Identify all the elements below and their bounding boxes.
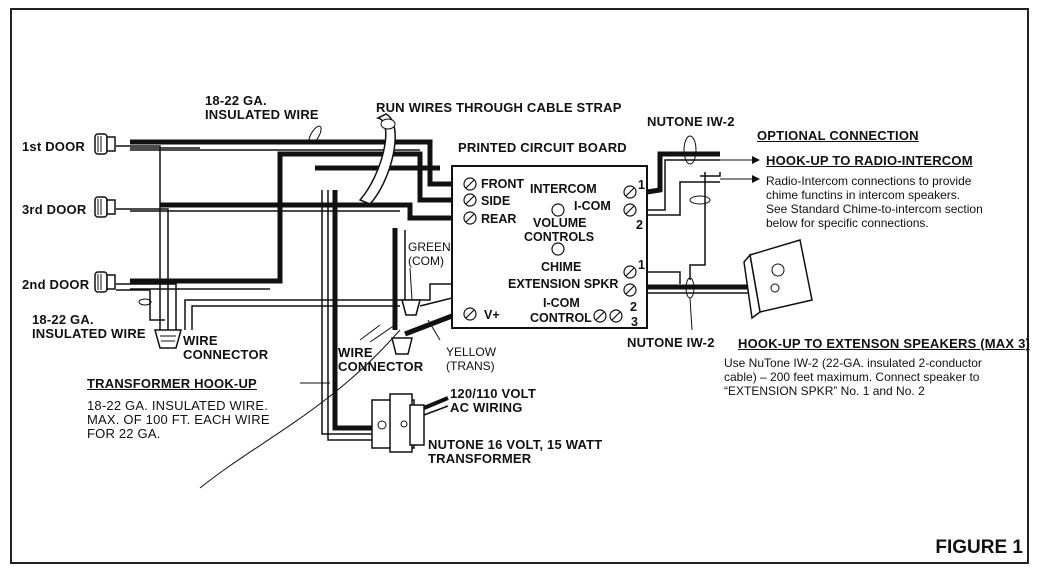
pcb-terminals	[463, 177, 637, 323]
extension-body-1: Use NuTone IW-2 (22-GA. insulated 2-cond…	[724, 356, 982, 370]
extension-body-2: cable) – 200 feet maximum. Connect speak…	[724, 370, 980, 384]
transformer-body-1: 18-22 GA. INSULATED WIRE.	[87, 398, 269, 413]
door-button-1st	[94, 133, 116, 155]
pcb-terminal-1b: 1	[638, 258, 645, 272]
transformer-device	[371, 393, 449, 453]
ac-wiring-2: AC WIRING	[450, 400, 523, 415]
door-button-2nd	[94, 271, 116, 293]
pcb-rear: REAR	[481, 212, 517, 226]
nutone-iw2-bottom: NUTONE IW-2	[627, 335, 715, 350]
left-wire-type: INSULATED WIRE	[32, 326, 146, 341]
pcb-outline	[451, 165, 648, 329]
pcb-icom-control-2: CONTROL	[530, 311, 592, 325]
optional-heading: OPTIONAL CONNECTION	[757, 128, 919, 143]
extension-body-3: “EXTENSION SPKR” No. 1 and No. 2	[724, 384, 925, 398]
transformer-heading: TRANSFORMER HOOK-UP	[87, 376, 257, 391]
extension-speaker	[743, 239, 813, 320]
common-wires	[116, 145, 452, 330]
transformer-wires	[321, 190, 406, 441]
door-wires	[130, 139, 452, 284]
ac-wiring-1: 120/110 VOLT	[450, 386, 536, 401]
label-1st-door: 1st DOOR	[22, 139, 86, 154]
pcb-icom: I-COM	[574, 199, 611, 213]
optional-body-3: See Standard Chime-to-intercom section	[766, 202, 983, 216]
pcb-terminal-2a: 2	[636, 218, 643, 232]
optional-subheading: HOOK-UP TO RADIO-INTERCOM	[766, 153, 973, 168]
pcb-vplus: V+	[484, 308, 500, 322]
pointer-lines	[138, 125, 441, 489]
wire-connector-mid-2: CONNECTOR	[338, 359, 424, 374]
cable-strap	[358, 113, 396, 205]
green-label: GREEN	[408, 240, 451, 254]
pcb-terminal-2b: 2	[630, 300, 637, 314]
pcb-title: PRINTED CIRCUIT BOARD	[458, 140, 627, 155]
diagram-frame	[10, 8, 1029, 564]
pcb-icom-control-1: I-COM	[543, 296, 580, 310]
transformer-body-3: FOR 22 GA.	[87, 426, 161, 441]
pcb-intercom: INTERCOM	[530, 182, 597, 196]
wire-connector-mid-1: WIRE	[338, 345, 373, 360]
wire-connector-left	[154, 329, 182, 349]
left-wire-gauge: 18-22 GA.	[32, 312, 94, 327]
label-3rd-door: 3rd DOOR	[22, 202, 87, 217]
yellow-label: YELLOW	[446, 345, 497, 359]
cable-strap-note: RUN WIRES THROUGH CABLE STRAP	[376, 100, 622, 115]
pcb-controls: CONTROLS	[524, 230, 595, 244]
pcb-volume: VOLUME	[533, 216, 587, 230]
top-wire-gauge: 18-22 GA.	[205, 93, 267, 108]
nutone-iw2-top: NUTONE IW-2	[647, 114, 735, 129]
transformer-label-2: TRANSFORMER	[428, 451, 532, 466]
pcb-chime: CHIME	[541, 260, 582, 274]
door-button-3rd	[94, 196, 116, 218]
transformer-body-2: MAX. OF 100 FT. EACH WIRE	[87, 412, 270, 427]
top-wire-type: INSULATED WIRE	[205, 107, 319, 122]
wire-connector-mid	[391, 297, 453, 355]
optional-body-1: Radio-Intercom connections to provide	[766, 174, 972, 188]
label-2nd-door: 2nd DOOR	[22, 277, 90, 292]
optional-body-2: chime functins in intercom speakers.	[766, 188, 961, 202]
extension-heading: HOOK-UP TO EXTENSON SPEAKERS (MAX 3)	[738, 336, 1031, 351]
wire-connector-left-1: WIRE	[183, 333, 218, 348]
pcb-terminal-1a: 1	[638, 178, 645, 192]
yellow-trans-label: (TRANS)	[446, 359, 495, 373]
figure-label: FIGURE 1	[935, 537, 1023, 558]
pcb-extension-spkr: EXTENSION SPKR	[508, 277, 619, 291]
transformer-label-1: NUTONE 16 VOLT, 15 WATT	[428, 437, 603, 452]
radio-intercom-arrows	[720, 156, 760, 183]
pcb-terminal-3: 3	[631, 315, 638, 329]
green-com-label: (COM)	[408, 254, 444, 268]
pcb-side: SIDE	[481, 194, 511, 208]
wire-connector-left-2: CONNECTOR	[183, 347, 269, 362]
optional-body-4: below for specific connections.	[766, 216, 929, 230]
pcb-front: FRONT	[481, 177, 525, 191]
